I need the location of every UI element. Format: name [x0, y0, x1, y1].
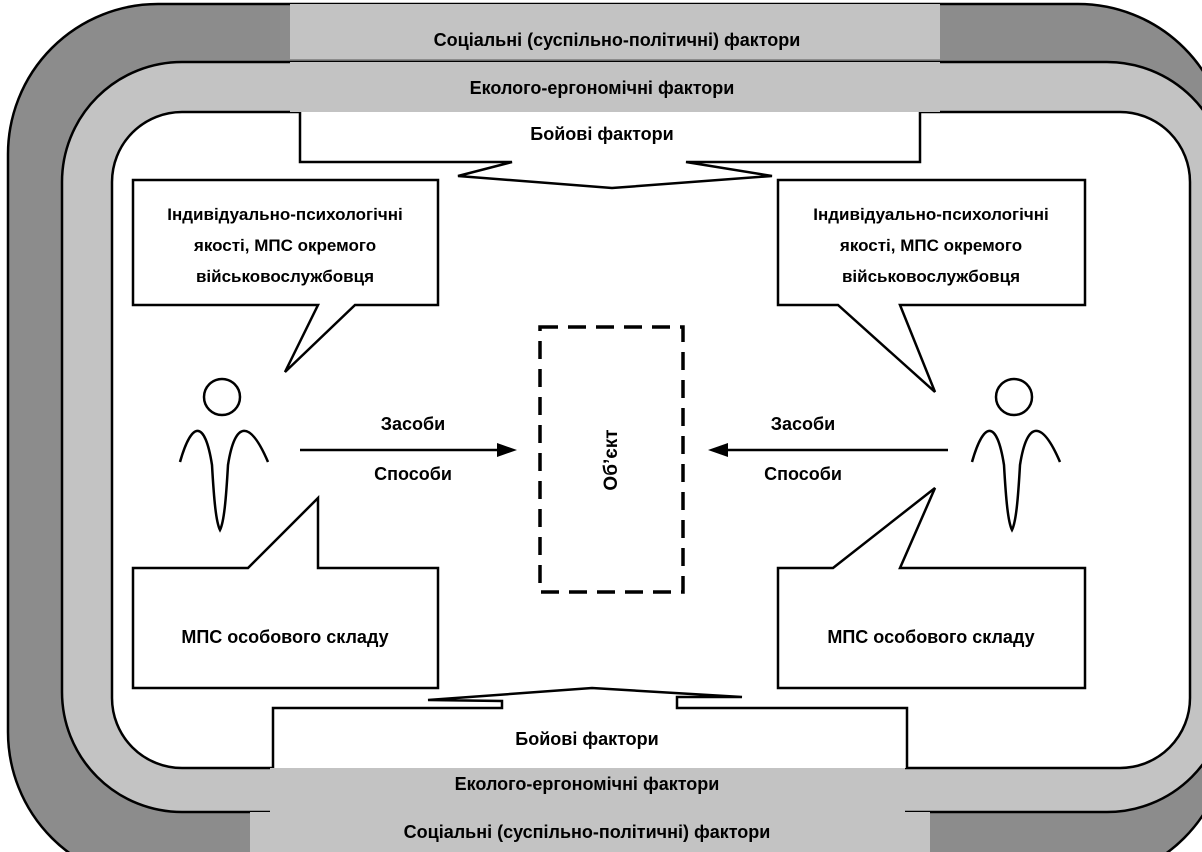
combat-factors-callout-bottom [271, 686, 909, 768]
object-label: Об’єкт [601, 429, 622, 490]
right-personnel-bubble [776, 487, 1087, 690]
left-methods-label: Способи [374, 464, 452, 484]
social-factors-label-top: Соціальні (суспільно-політичні) фактори [434, 30, 801, 50]
right-means-label: Засоби [771, 414, 835, 434]
left-personnel-bubble [131, 494, 440, 690]
left-individual-line-1: Індивідуально-психологічні [167, 205, 402, 224]
ecological-label-band-bottom [270, 768, 905, 812]
right-methods-label: Способи [764, 464, 842, 484]
combat-factors-callout-top [298, 112, 922, 190]
social-label-band-bottom [250, 812, 930, 852]
left-arrow [300, 443, 517, 457]
left-individual-line-3: військовослужбовця [196, 267, 374, 286]
ecological-factors-label-top: Еколого-ергономічні фактори [470, 78, 735, 98]
right-arrow [708, 443, 948, 457]
right-individual-line-1: Індивідуально-психологічні [813, 205, 1048, 224]
right-person-icon [970, 377, 1062, 533]
left-individual-line-2: якості, МПС окремого [193, 236, 376, 255]
object-box [538, 325, 685, 594]
left-person-icon [178, 377, 270, 533]
left-personnel-label: МПС особового складу [181, 627, 388, 647]
ecological-label-band-top [290, 62, 940, 112]
social-factors-label-bottom: Соціальні (суспільно-політичні) фактори [404, 822, 771, 842]
ecological-factors-label-bottom: Еколого-ергономічні фактори [455, 774, 720, 794]
right-individual-line-2: якості, МПС окремого [839, 236, 1022, 255]
right-individual-line-3: військовослужбовця [842, 267, 1020, 286]
left-means-label: Засоби [381, 414, 445, 434]
right-personnel-label: МПС особового складу [827, 627, 1034, 647]
social-label-band-top [290, 4, 940, 59]
combat-factors-label-bottom: Бойові фактори [515, 729, 658, 749]
right-individual-qualities-bubble [776, 178, 1087, 393]
left-individual-qualities-bubble [131, 178, 440, 373]
combat-factors-label-top: Бойові фактори [530, 124, 673, 144]
